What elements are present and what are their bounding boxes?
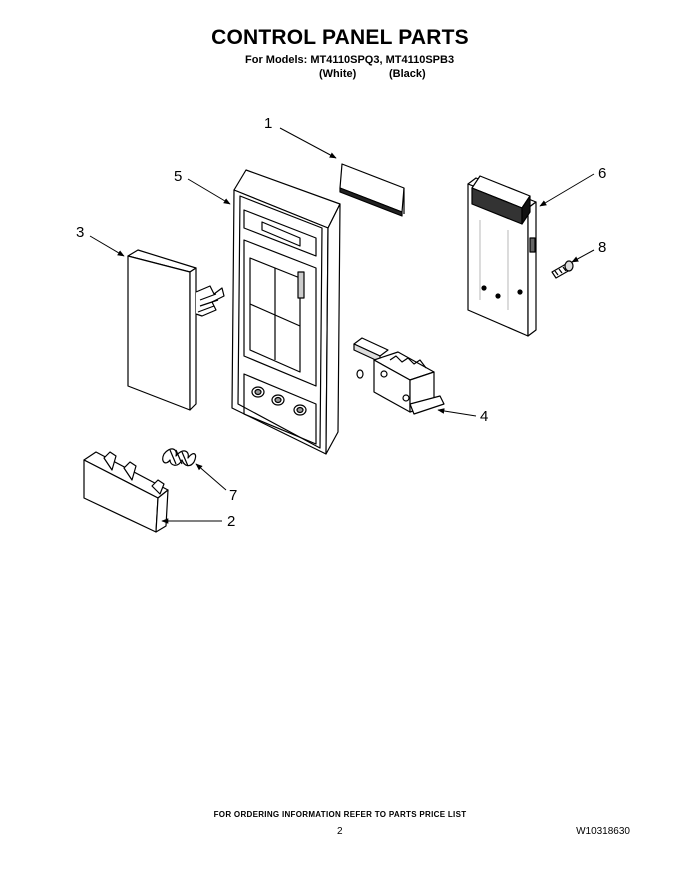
part-5-control-panel [231, 169, 341, 455]
callout-7: 7 [229, 487, 237, 504]
variant-black: (Black) [389, 68, 426, 80]
models-line: For Models: MT4110SPQ3, MT4110SPB3 [245, 54, 455, 66]
document-number: W10318630 [576, 826, 630, 837]
leader-5 [187, 178, 231, 205]
part-8-screw [551, 260, 574, 279]
callout-3: 3 [76, 224, 84, 241]
callout-5: 5 [174, 168, 182, 185]
part-6-circuit-board [467, 175, 537, 337]
part-3-membrane-switch [127, 249, 225, 411]
leader-7 [195, 463, 227, 491]
callout-6: 6 [598, 165, 606, 182]
part-7-spring [162, 448, 197, 467]
callout-4: 4 [480, 408, 488, 425]
variant-white: (White) [319, 68, 357, 80]
part-2-release-button [83, 451, 169, 533]
leader-4 [437, 408, 477, 417]
callout-2: 2 [227, 513, 235, 530]
leader-3 [89, 235, 125, 257]
part-4-latch-bracket [353, 337, 445, 415]
ordering-info-note: FOR ORDERING INFORMATION REFER TO PARTS … [213, 810, 467, 819]
page-title: CONTROL PANEL PARTS [211, 26, 469, 49]
leader-6 [539, 173, 595, 207]
callout-8: 8 [598, 239, 606, 256]
leader-1 [279, 127, 337, 159]
part-1-label-strip [339, 163, 405, 217]
page-number: 2 [337, 826, 343, 837]
leader-8 [571, 249, 595, 263]
callout-1: 1 [264, 115, 272, 132]
